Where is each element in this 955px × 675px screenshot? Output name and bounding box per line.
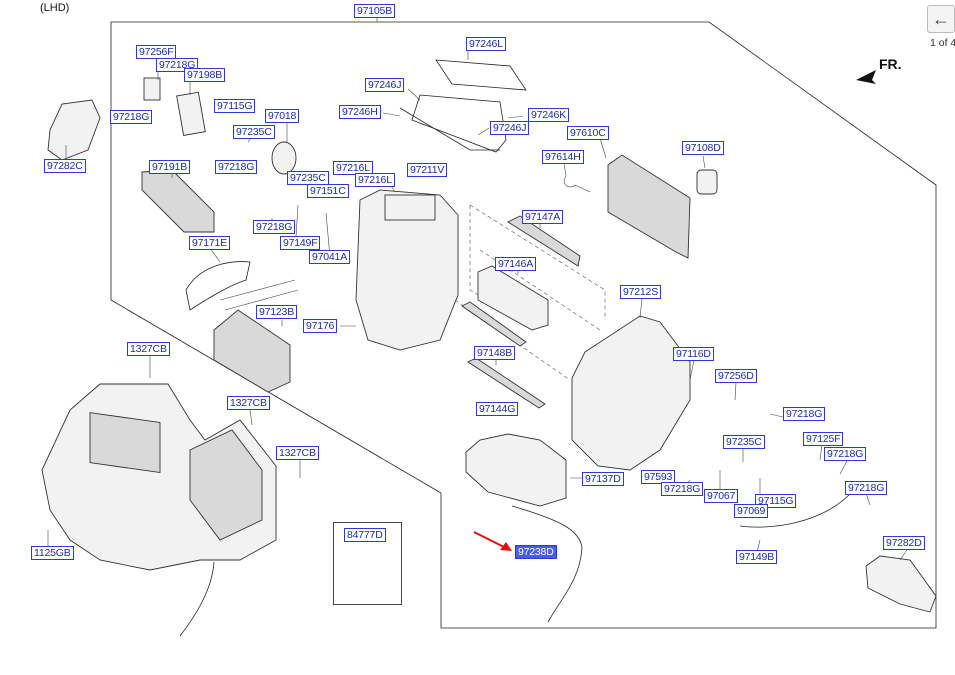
callout-97144g[interactable]: 97144G [476,402,519,416]
callout-97146a[interactable]: 97146A [495,257,537,271]
callout-97211v[interactable]: 97211V [407,163,448,177]
callout-97216l[interactable]: 97216L [333,161,373,175]
callout-97282d[interactable]: 97282D [883,536,925,550]
callout-97148b[interactable]: 97148B [474,346,516,360]
heater-core-97123b [213,309,291,393]
callout-97125f[interactable]: 97125F [803,432,844,446]
callout-97018[interactable]: 97018 [265,109,300,123]
callout-84777d[interactable]: 84777D [344,528,386,542]
callout-97256d[interactable]: 97256D [715,369,757,383]
callout-1125gb[interactable]: 1125GB [31,546,74,560]
callout-97115g[interactable]: 97115G [214,99,256,113]
callout-97256f[interactable]: 97256F [136,45,177,59]
callout-97123b[interactable]: 97123B [256,305,298,319]
callout-1327cb[interactable]: 1327CB [276,446,319,460]
duct-97282d [865,555,937,613]
callout-97218g[interactable]: 97218G [215,160,258,174]
callout-97282c[interactable]: 97282C [44,159,86,173]
back-button[interactable]: ← [927,5,955,33]
callout-97246l[interactable]: 97246L [466,37,506,51]
arrow-left-icon: ← [932,8,950,29]
callout-97610c[interactable]: 97610C [567,126,609,140]
callout-97147a[interactable]: 97147A [522,210,564,224]
front-arrow-icon [856,70,876,84]
callout-97151c[interactable]: 97151C [307,184,349,198]
case-97211v [355,189,459,351]
page-indicator: 1 of 4 [930,37,955,49]
red-arrow-icon [473,531,512,551]
callout-97218g[interactable]: 97218G [253,220,296,234]
callout-97218g[interactable]: 97218G [824,447,867,461]
callout-1327cb[interactable]: 1327CB [127,342,170,356]
callout-97593[interactable]: 97593 [641,470,676,484]
callout-97105b[interactable]: 97105B [354,4,396,18]
callout-97212s[interactable]: 97212S [620,285,662,299]
variant-label: (LHD) [40,2,70,14]
callout-97238d-highlighted[interactable]: 97238D [515,545,557,559]
callout-97198b[interactable]: 97198B [184,68,226,82]
callout-97246j[interactable]: 97246J [365,78,405,92]
callout-1327cb[interactable]: 1327CB [227,396,270,410]
callout-97191b[interactable]: 97191B [149,160,191,174]
callout-97235c[interactable]: 97235C [723,435,765,449]
callout-97149f[interactable]: 97149F [280,236,321,250]
callout-97246j[interactable]: 97246J [490,121,530,135]
callout-97216l[interactable]: 97216L [355,173,395,187]
callout-97218g[interactable]: 97218G [845,481,888,495]
hardware-box: 84777D [333,522,402,605]
case-97212s [571,315,691,471]
callout-97069[interactable]: 97069 [734,504,769,518]
callout-97218g[interactable]: 97218G [661,482,704,496]
callout-97246h[interactable]: 97246H [339,105,381,119]
filter-97191b [141,169,215,233]
front-direction-label: FR. [879,56,902,72]
callout-97235c[interactable]: 97235C [287,171,329,185]
duct-97282c [47,99,101,161]
filter-97610c [607,154,691,259]
callout-97235c[interactable]: 97235C [233,125,275,139]
callout-97171e[interactable]: 97171E [189,236,231,250]
drain-pan-97137d [465,433,567,507]
hose-97238d [511,505,583,623]
callout-97149b[interactable]: 97149B [736,550,778,564]
callout-97137d[interactable]: 97137D [582,472,624,486]
callout-97218g[interactable]: 97218G [110,110,153,124]
callout-97041a[interactable]: 97041A [309,250,351,264]
callout-97246k[interactable]: 97246K [528,108,570,122]
callout-97176[interactable]: 97176 [303,319,338,333]
callout-97067[interactable]: 97067 [704,489,739,503]
callout-97218g[interactable]: 97218G [783,407,826,421]
callout-97614h[interactable]: 97614H [542,150,584,164]
callout-97108d[interactable]: 97108D [682,141,724,155]
callout-97116d[interactable]: 97116D [673,347,714,361]
